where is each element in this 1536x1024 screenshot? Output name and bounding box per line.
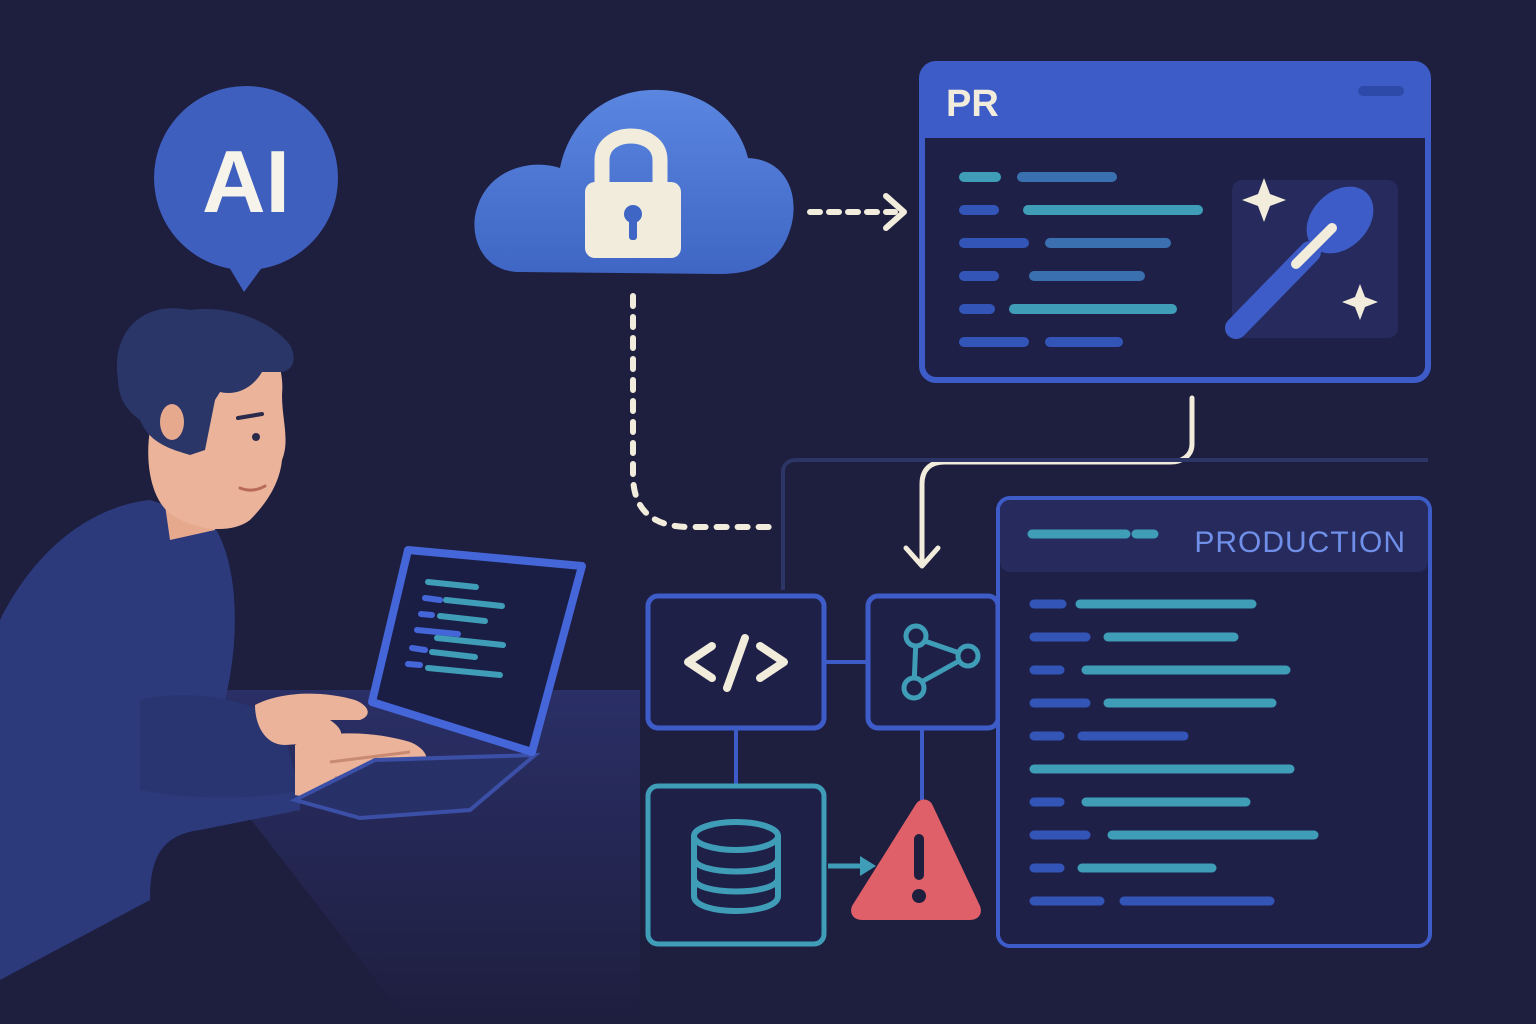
- window-control: [1358, 86, 1404, 96]
- magic-wand-icon: [1225, 186, 1374, 339]
- code-brackets-box: [645, 593, 827, 731]
- database-box: [645, 783, 827, 947]
- sparkle-icon: [1242, 178, 1286, 222]
- db-to-warning-arrow: [828, 856, 876, 876]
- pr-title: PR: [946, 83, 999, 125]
- production-title: PRODUCTION: [1194, 526, 1406, 559]
- ai-speech-bubble: AI: [154, 86, 338, 292]
- sparkle-icon: [1342, 284, 1378, 320]
- pr-code-lines: [959, 172, 1203, 347]
- pipeline-backdrop-frame: [781, 458, 1428, 590]
- cloud-to-pr-connector: [807, 193, 907, 231]
- code-brackets-icon: [684, 634, 788, 692]
- warning-triangle-icon: [851, 799, 981, 920]
- cloud-lock-icon: [474, 89, 794, 274]
- production-code-lines: [1029, 599, 1319, 906]
- cloud-to-pipeline-connector: [630, 293, 773, 530]
- production-window: PRODUCTION: [996, 496, 1432, 948]
- ai-label: AI: [202, 132, 290, 231]
- branch-graph-box: [865, 593, 1001, 731]
- laptop: [289, 546, 586, 821]
- pr-window: PR: [919, 61, 1431, 383]
- database-icon: [691, 819, 781, 914]
- branch-graph-icon: [901, 623, 981, 701]
- pipeline-connectors: [734, 660, 924, 800]
- developer-person: [0, 308, 427, 980]
